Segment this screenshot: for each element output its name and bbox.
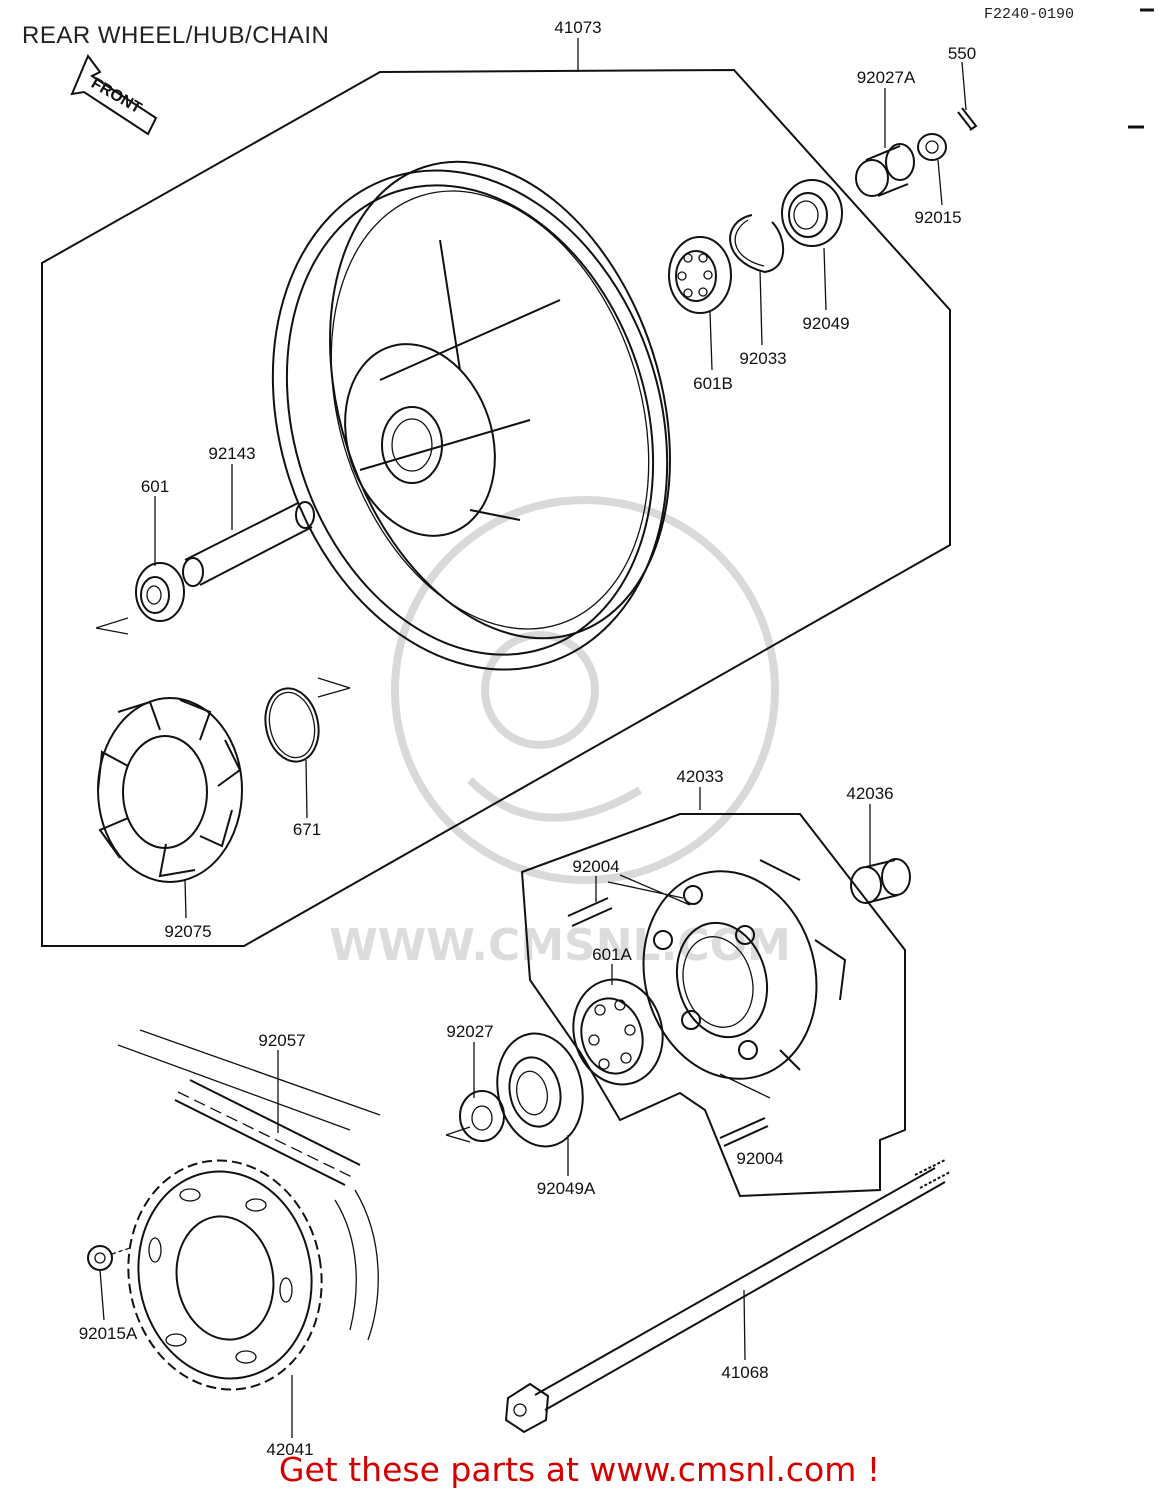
part-label-41068: 41068 — [721, 1363, 769, 1382]
part-label-92004-lower: 92004 — [736, 1149, 784, 1168]
part-label-92027: 92027 — [446, 1022, 494, 1041]
o-ring-671 — [264, 687, 320, 763]
seal-92049 — [781, 179, 843, 247]
rear-wheel — [271, 160, 671, 671]
damper-92075 — [97, 697, 243, 883]
part-label-41073: 41073 — [554, 18, 602, 37]
part-label-601: 601 — [140, 477, 170, 496]
drive-chain — [117, 1029, 381, 1341]
part-label-92143: 92143 — [208, 444, 256, 463]
part-label-92049: 92049 — [802, 314, 850, 333]
bearing-601 — [135, 562, 185, 622]
cotter-pin-550 — [957, 107, 978, 131]
part-label-92057: 92057 — [258, 1031, 306, 1050]
wheel-assembly-outline — [41, 68, 951, 947]
part-label-92075: 92075 — [164, 922, 212, 941]
bearing-601B — [668, 236, 732, 314]
rear-sprocket — [127, 1159, 323, 1391]
rear-axle — [504, 1159, 951, 1434]
part-label-42036: 42036 — [846, 784, 894, 803]
collar-42036 — [850, 858, 911, 904]
collar-92027A — [855, 143, 915, 197]
front-arrow-icon: FRONT — [70, 54, 158, 136]
bearing-601A — [572, 978, 664, 1086]
part-label-92015: 92015 — [914, 208, 962, 227]
part-label-601B: 601B — [693, 374, 733, 393]
part-label-92049A: 92049A — [536, 1179, 596, 1198]
part-label-92027A: 92027A — [856, 68, 916, 87]
collar-92027 — [459, 1090, 505, 1142]
seal-92049A — [496, 1032, 584, 1148]
watermark-logo: WWW.CMSNL.COM — [329, 496, 791, 971]
leader-lines — [99, 38, 967, 1438]
part-label-92015A: 92015A — [78, 1324, 138, 1343]
part-label-671: 671 — [292, 820, 322, 839]
nut-92015A — [87, 1245, 113, 1271]
watermark-text: WWW.CMSNL.COM — [329, 920, 791, 971]
coupling-42033 — [642, 859, 847, 1080]
hub-assembly-outline — [520, 813, 906, 1198]
part-label-42033: 42033 — [676, 767, 724, 786]
front-label: FRONT — [88, 75, 144, 117]
part-label-42041: 42041 — [266, 1440, 314, 1459]
part-label-601A: 601A — [592, 945, 632, 964]
part-label-92033: 92033 — [739, 349, 787, 368]
stud-92004-upper — [567, 897, 613, 927]
part-label-92004-upper: 92004 — [572, 857, 620, 876]
page-title: REAR WHEEL/HUB/CHAIN — [22, 22, 330, 49]
axle-spacer — [182, 501, 315, 587]
parts-shop-link[interactable]: Get these parts at www.cmsnl.com ! — [278, 1450, 881, 1489]
circlip-92033 — [729, 214, 785, 274]
part-label-550: 550 — [947, 44, 977, 63]
nut-92015 — [917, 133, 947, 161]
figure-code: F2240-0190 — [984, 6, 1075, 23]
stud-92004-lower — [719, 1117, 769, 1147]
